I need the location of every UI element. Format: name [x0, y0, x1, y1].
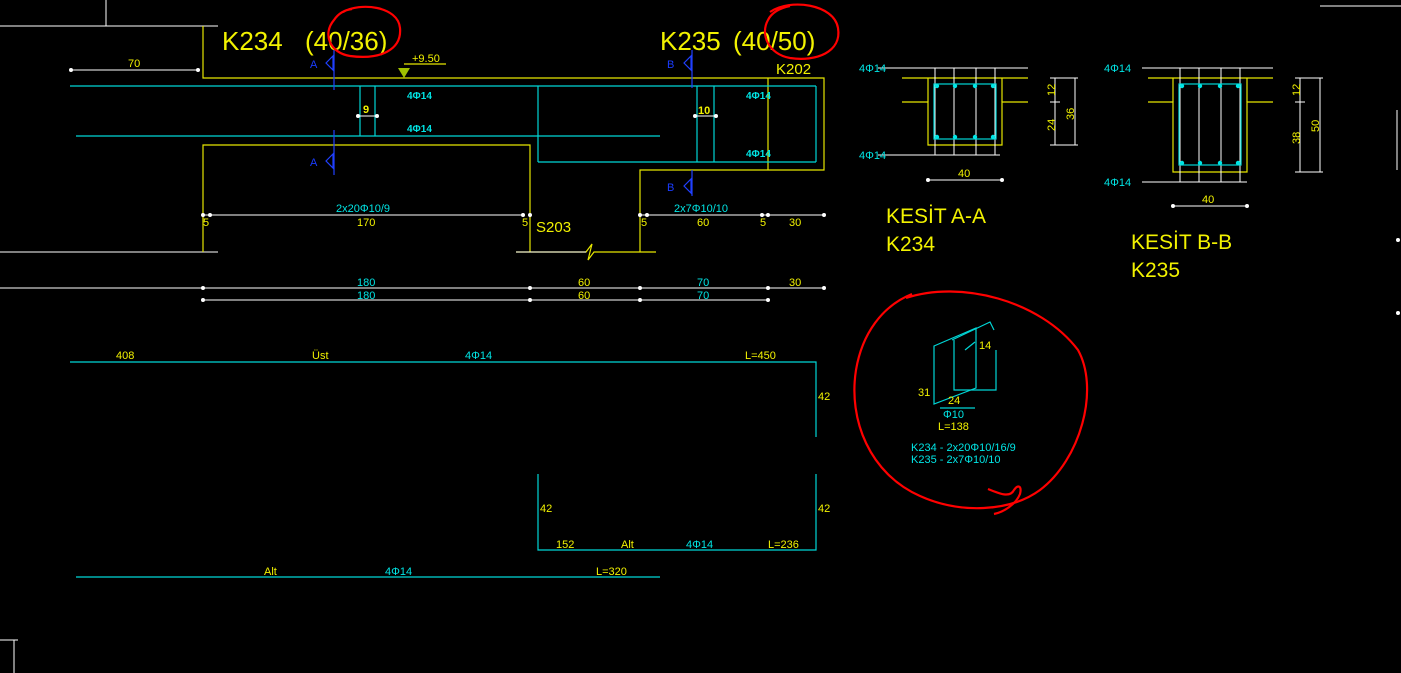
- section-a-height: 36: [1065, 108, 1077, 120]
- top-bar-position: Üst: [312, 350, 329, 362]
- section-mark-a-bottom: A: [310, 157, 318, 169]
- dim-5a: 5: [203, 217, 209, 229]
- dim-row2-30: 30: [789, 277, 801, 289]
- section-b-inner: 38: [1291, 132, 1303, 144]
- dim-5d: 5: [760, 217, 766, 229]
- short-bar-length: L=236: [768, 539, 799, 551]
- section-b-height: 50: [1310, 120, 1322, 132]
- dim-170: 170: [357, 217, 375, 229]
- section-a-top-bars: 4Φ14: [859, 63, 886, 75]
- bar-label-bottom-k235: 4Φ14: [746, 149, 771, 160]
- stirrup-spacing-k235: 10: [698, 105, 710, 117]
- beam-title-k234: K234: [222, 26, 283, 56]
- stirrup-usage-k235: K235 - 2x7Φ10/10: [911, 454, 1001, 466]
- section-b-bottom-bars: 4Φ14: [1104, 177, 1131, 189]
- dim-60: 60: [697, 217, 709, 229]
- stirrup-usage-k234: K234 - 2x20Φ10/16/9: [911, 442, 1016, 454]
- dimension-row-1: [201, 213, 826, 217]
- dim-top-left: 70: [128, 58, 140, 70]
- beam-section-k234: (40/36): [305, 26, 387, 56]
- stirrup-zone-k234: 2x20Φ10/9: [336, 203, 390, 215]
- section-a-a-drawing: [878, 67, 1078, 182]
- section-b-beam: K235: [1131, 259, 1180, 282]
- red-annotations: [327, 3, 1089, 516]
- stirrup-spacing-k234: 9: [363, 104, 369, 116]
- long-bar-length: L=320: [596, 566, 627, 578]
- elevation-triangle-icon: [398, 68, 410, 78]
- beam-title-k235: K235: [660, 26, 721, 56]
- section-a-cover: 12: [1046, 84, 1058, 96]
- short-bar-position: Alt: [621, 539, 634, 551]
- stirrup-length: L=138: [938, 421, 969, 433]
- bar-label-top-k234: 4Φ14: [407, 91, 432, 102]
- section-b-title: KESİT B-B: [1131, 231, 1232, 254]
- top-bar-leg: 42: [818, 391, 830, 403]
- section-a-width: 40: [958, 168, 970, 180]
- dimension-rows-2-3: [0, 286, 826, 302]
- short-bar-leg-left: 42: [540, 503, 552, 515]
- stirrup-detail-drawing: [933, 321, 997, 409]
- long-bar-position: Alt: [264, 566, 277, 578]
- section-b-top-bars: 4Φ14: [1104, 63, 1131, 75]
- dim-row3-70: 70: [697, 290, 709, 302]
- dim-5c: 5: [641, 217, 647, 229]
- stirrup-height: 31: [918, 387, 930, 399]
- long-bar-count: 4Φ14: [385, 566, 412, 578]
- section-a-bottom-bars: 4Φ14: [859, 150, 886, 162]
- top-bar-hook-len: 408: [116, 350, 134, 362]
- dim-row3-180: 180: [357, 290, 375, 302]
- section-cut-marks: [325, 50, 693, 196]
- dim-row2-180: 180: [357, 277, 375, 289]
- short-bar-leg-right: 42: [818, 503, 830, 515]
- dim-5b: 5: [522, 217, 528, 229]
- stirrup-hook: 14: [979, 340, 991, 352]
- rebar-elevation: [70, 85, 817, 163]
- short-bar-straight: 152: [556, 539, 574, 551]
- stirrup-width: 24: [948, 395, 960, 407]
- section-mark-a-top: A: [310, 59, 318, 71]
- section-mark-b-bottom: B: [667, 182, 674, 194]
- stirrup-diameter: Φ10: [943, 409, 964, 421]
- dim-row2-60: 60: [578, 277, 590, 289]
- section-a-inner: 24: [1046, 119, 1058, 131]
- short-bar-count: 4Φ14: [686, 539, 713, 551]
- dim-row3-60: 60: [578, 290, 590, 302]
- bar-schedule-lines: [70, 361, 817, 578]
- dim-row2-70: 70: [697, 277, 709, 289]
- section-mark-b-top: B: [667, 59, 674, 71]
- neighbor-beam-label: K202: [776, 61, 811, 78]
- bar-label-top-k235: 4Φ14: [746, 91, 771, 102]
- section-b-b-drawing: [1142, 67, 1400, 315]
- stirrup-zone-k235: 2x7Φ10/10: [674, 203, 728, 215]
- bar-label-bottom-k234: 4Φ14: [407, 124, 432, 135]
- section-b-width: 40: [1202, 194, 1214, 206]
- elevation-mark: +9.50: [412, 53, 440, 65]
- top-bar-count: 4Φ14: [465, 350, 492, 362]
- neighbor-column-label: S203: [536, 219, 571, 236]
- section-b-cover: 12: [1291, 84, 1303, 96]
- dim-30a: 30: [789, 217, 801, 229]
- top-bar-length: L=450: [745, 350, 776, 362]
- section-a-beam: K234: [886, 233, 935, 256]
- section-a-title: KESİT A-A: [886, 205, 986, 228]
